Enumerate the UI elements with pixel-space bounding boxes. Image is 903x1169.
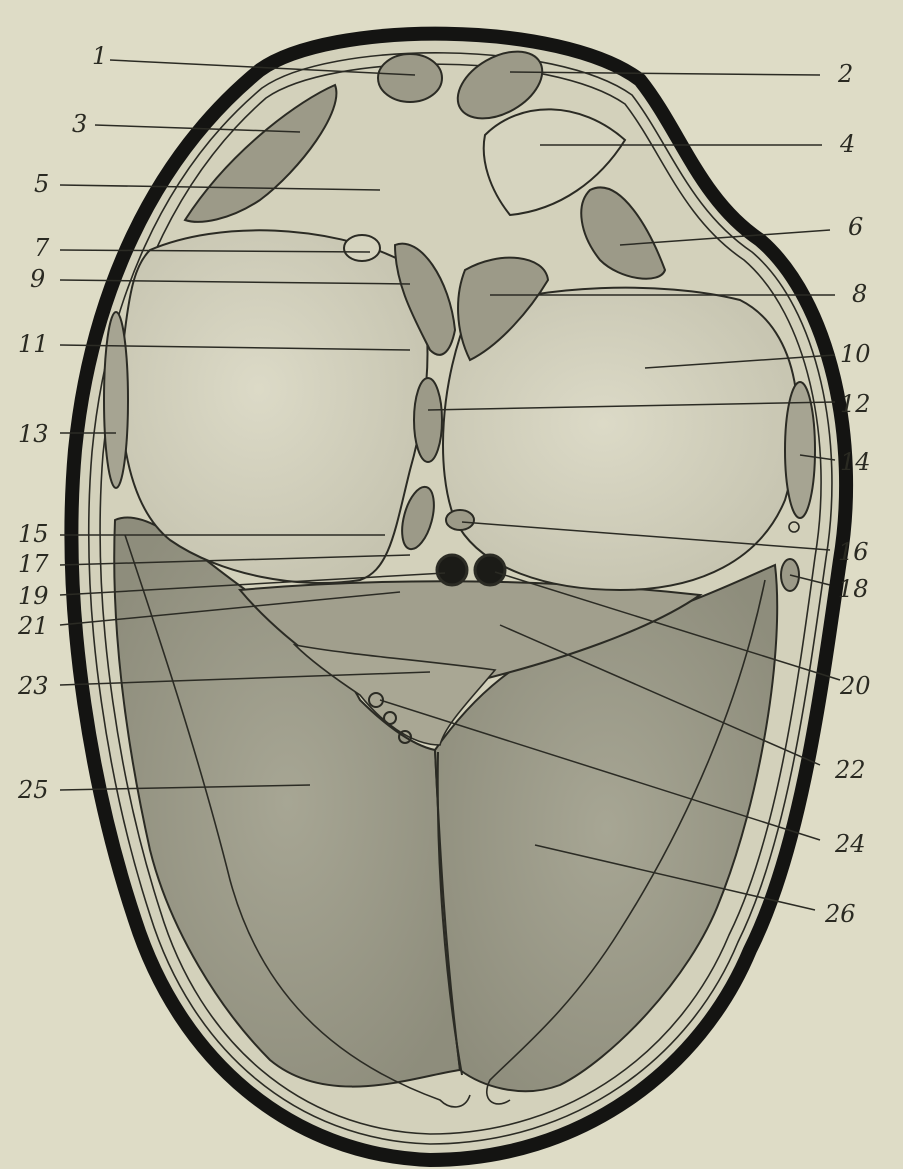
label-6: 6 [848,213,863,241]
label-11: 11 [18,330,49,358]
label-17: 17 [18,550,49,578]
structure-12 [414,378,442,462]
label-18: 18 [838,575,869,603]
label-20: 20 [839,672,871,700]
label-19: 19 [18,582,49,610]
structure-16 [446,510,474,530]
label-23: 23 [17,672,49,700]
label-14: 14 [840,448,871,476]
label-24: 24 [834,830,866,858]
label-16: 16 [838,538,869,566]
label-21: 21 [17,612,49,640]
label-3: 3 [72,110,87,138]
structure-7 [344,235,380,261]
label-7: 7 [34,234,50,262]
structure-19 [437,555,467,585]
label-13: 13 [18,420,49,448]
label-12: 12 [840,390,871,418]
label-25: 25 [17,776,49,804]
label-22: 22 [834,756,866,784]
label-8: 8 [852,280,867,308]
label-1: 1 [92,42,107,70]
structure-1 [378,54,442,102]
label-5: 5 [34,170,49,198]
label-4: 4 [839,130,855,158]
label-2: 2 [837,60,853,88]
label-26: 26 [824,900,856,928]
label-15: 15 [18,520,49,548]
label-9: 9 [30,265,45,293]
structure-13 [104,312,128,488]
label-10: 10 [840,340,871,368]
structure-20 [475,555,505,585]
